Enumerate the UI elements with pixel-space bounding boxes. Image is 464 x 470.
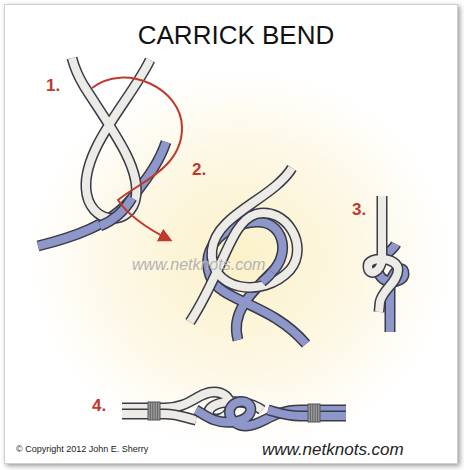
rope-outline: [38, 142, 166, 246]
step-number: 2.: [192, 160, 206, 180]
rope-strand: [38, 142, 166, 246]
website-label: www.netknots.com: [262, 440, 404, 460]
rope-outline: [262, 272, 272, 282]
title: CARRICK BEND: [4, 20, 464, 51]
seizing: [148, 402, 160, 420]
rope-strand: [190, 168, 297, 322]
seizing-turn: [317, 404, 318, 422]
seizing-turn: [315, 404, 316, 422]
rope-outline: [368, 196, 398, 312]
seizing-turn: [310, 404, 311, 422]
seizing-turn: [150, 402, 151, 420]
rope-outline: [190, 168, 297, 322]
seizing: [308, 404, 320, 422]
rope-outline: [268, 410, 346, 416]
rope-outline: [196, 402, 346, 426]
rope-body: [38, 142, 166, 246]
rope-strand: [268, 410, 346, 416]
watermark: www.netknots.com: [132, 256, 265, 274]
step-number: 1.: [46, 76, 60, 96]
rope-outline: [72, 58, 150, 218]
copyright-note: © Copyright 2012 John E. Sherry: [16, 444, 148, 454]
rope-body: [268, 410, 346, 416]
seizing-turn: [155, 402, 156, 420]
background-glow: [30, 70, 450, 450]
rope-body: [190, 168, 297, 322]
rope-body: [72, 58, 150, 218]
rope-body: [368, 196, 398, 312]
seizing-turn: [152, 402, 153, 420]
step-number: 4.: [92, 396, 106, 416]
rope-strand: [368, 196, 398, 312]
seizing-turn: [157, 402, 158, 420]
rope-body: [196, 402, 346, 426]
rope-body: [262, 272, 272, 282]
rope-strand: [262, 272, 272, 282]
seizing-turn: [312, 404, 313, 422]
step-number: 3.: [352, 200, 366, 220]
rope-strand: [72, 58, 150, 218]
direction-arrow: [92, 78, 182, 240]
rope-strand: [196, 402, 346, 426]
